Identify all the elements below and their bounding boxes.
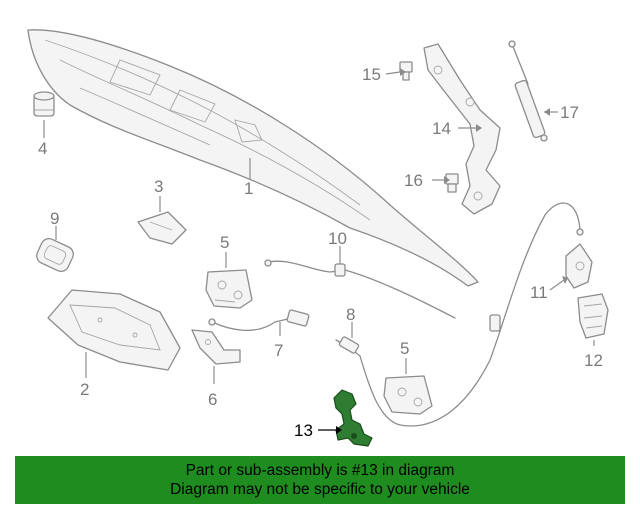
latch-lower[interactable] xyxy=(383,375,433,415)
latch-bracket[interactable] xyxy=(191,329,241,365)
callout-15: 15 xyxy=(362,65,381,84)
callout-2: 2 xyxy=(80,380,89,399)
callout-1: 1 xyxy=(244,179,253,198)
cable-link[interactable] xyxy=(335,336,361,357)
arrow-15-icon xyxy=(400,68,406,76)
callout-5-upper: 5 xyxy=(220,233,229,252)
hood-panel[interactable] xyxy=(27,29,479,287)
arrow-11-icon xyxy=(562,276,568,284)
callout-6: 6 xyxy=(208,390,217,409)
callout-8: 8 xyxy=(346,305,355,324)
release-handle[interactable] xyxy=(565,243,593,289)
clip[interactable] xyxy=(137,211,187,245)
leader-15 xyxy=(385,71,401,75)
arrow-14-icon xyxy=(476,124,482,132)
callout-3: 3 xyxy=(154,177,163,196)
callout-4: 4 xyxy=(38,139,47,158)
callout-16: 16 xyxy=(404,171,423,190)
bump-stop[interactable] xyxy=(33,91,55,117)
hood-insulator[interactable] xyxy=(47,289,181,371)
leader-11 xyxy=(549,279,565,291)
callout-7: 7 xyxy=(274,341,283,360)
hood-striker-highlighted[interactable] xyxy=(333,389,373,447)
callout-12: 12 xyxy=(584,351,603,370)
callout-5-lower: 5 xyxy=(400,339,409,358)
main-release-cable[interactable] xyxy=(359,202,584,427)
handle-bracket[interactable] xyxy=(577,293,609,339)
callout-13: 13 xyxy=(294,421,313,440)
arrow-13-icon xyxy=(336,426,342,434)
arrow-17-icon xyxy=(544,108,550,116)
info-banner: Part or sub-assembly is #13 in diagram D… xyxy=(15,456,625,504)
hood-gas-strut[interactable] xyxy=(508,40,548,142)
grommet[interactable] xyxy=(34,236,76,274)
parts-diagram: 1 4 3 9 2 5 10 xyxy=(27,29,609,447)
cable-short[interactable] xyxy=(208,309,310,332)
release-cable[interactable] xyxy=(264,259,456,319)
hood-hinge[interactable] xyxy=(423,43,501,215)
arrow-16-icon xyxy=(444,176,450,184)
callout-17: 17 xyxy=(560,103,579,122)
hinge-bolt-lower[interactable] xyxy=(445,173,459,193)
latch-upper[interactable] xyxy=(205,269,253,309)
callout-9: 9 xyxy=(50,209,59,228)
callout-14: 14 xyxy=(432,119,451,138)
banner-line-1: Part or sub-assembly is #13 in diagram xyxy=(185,462,455,479)
callout-10: 10 xyxy=(328,229,347,248)
callout-11: 11 xyxy=(530,283,548,302)
banner-line-2: Diagram may not be specific to your vehi… xyxy=(170,481,470,498)
